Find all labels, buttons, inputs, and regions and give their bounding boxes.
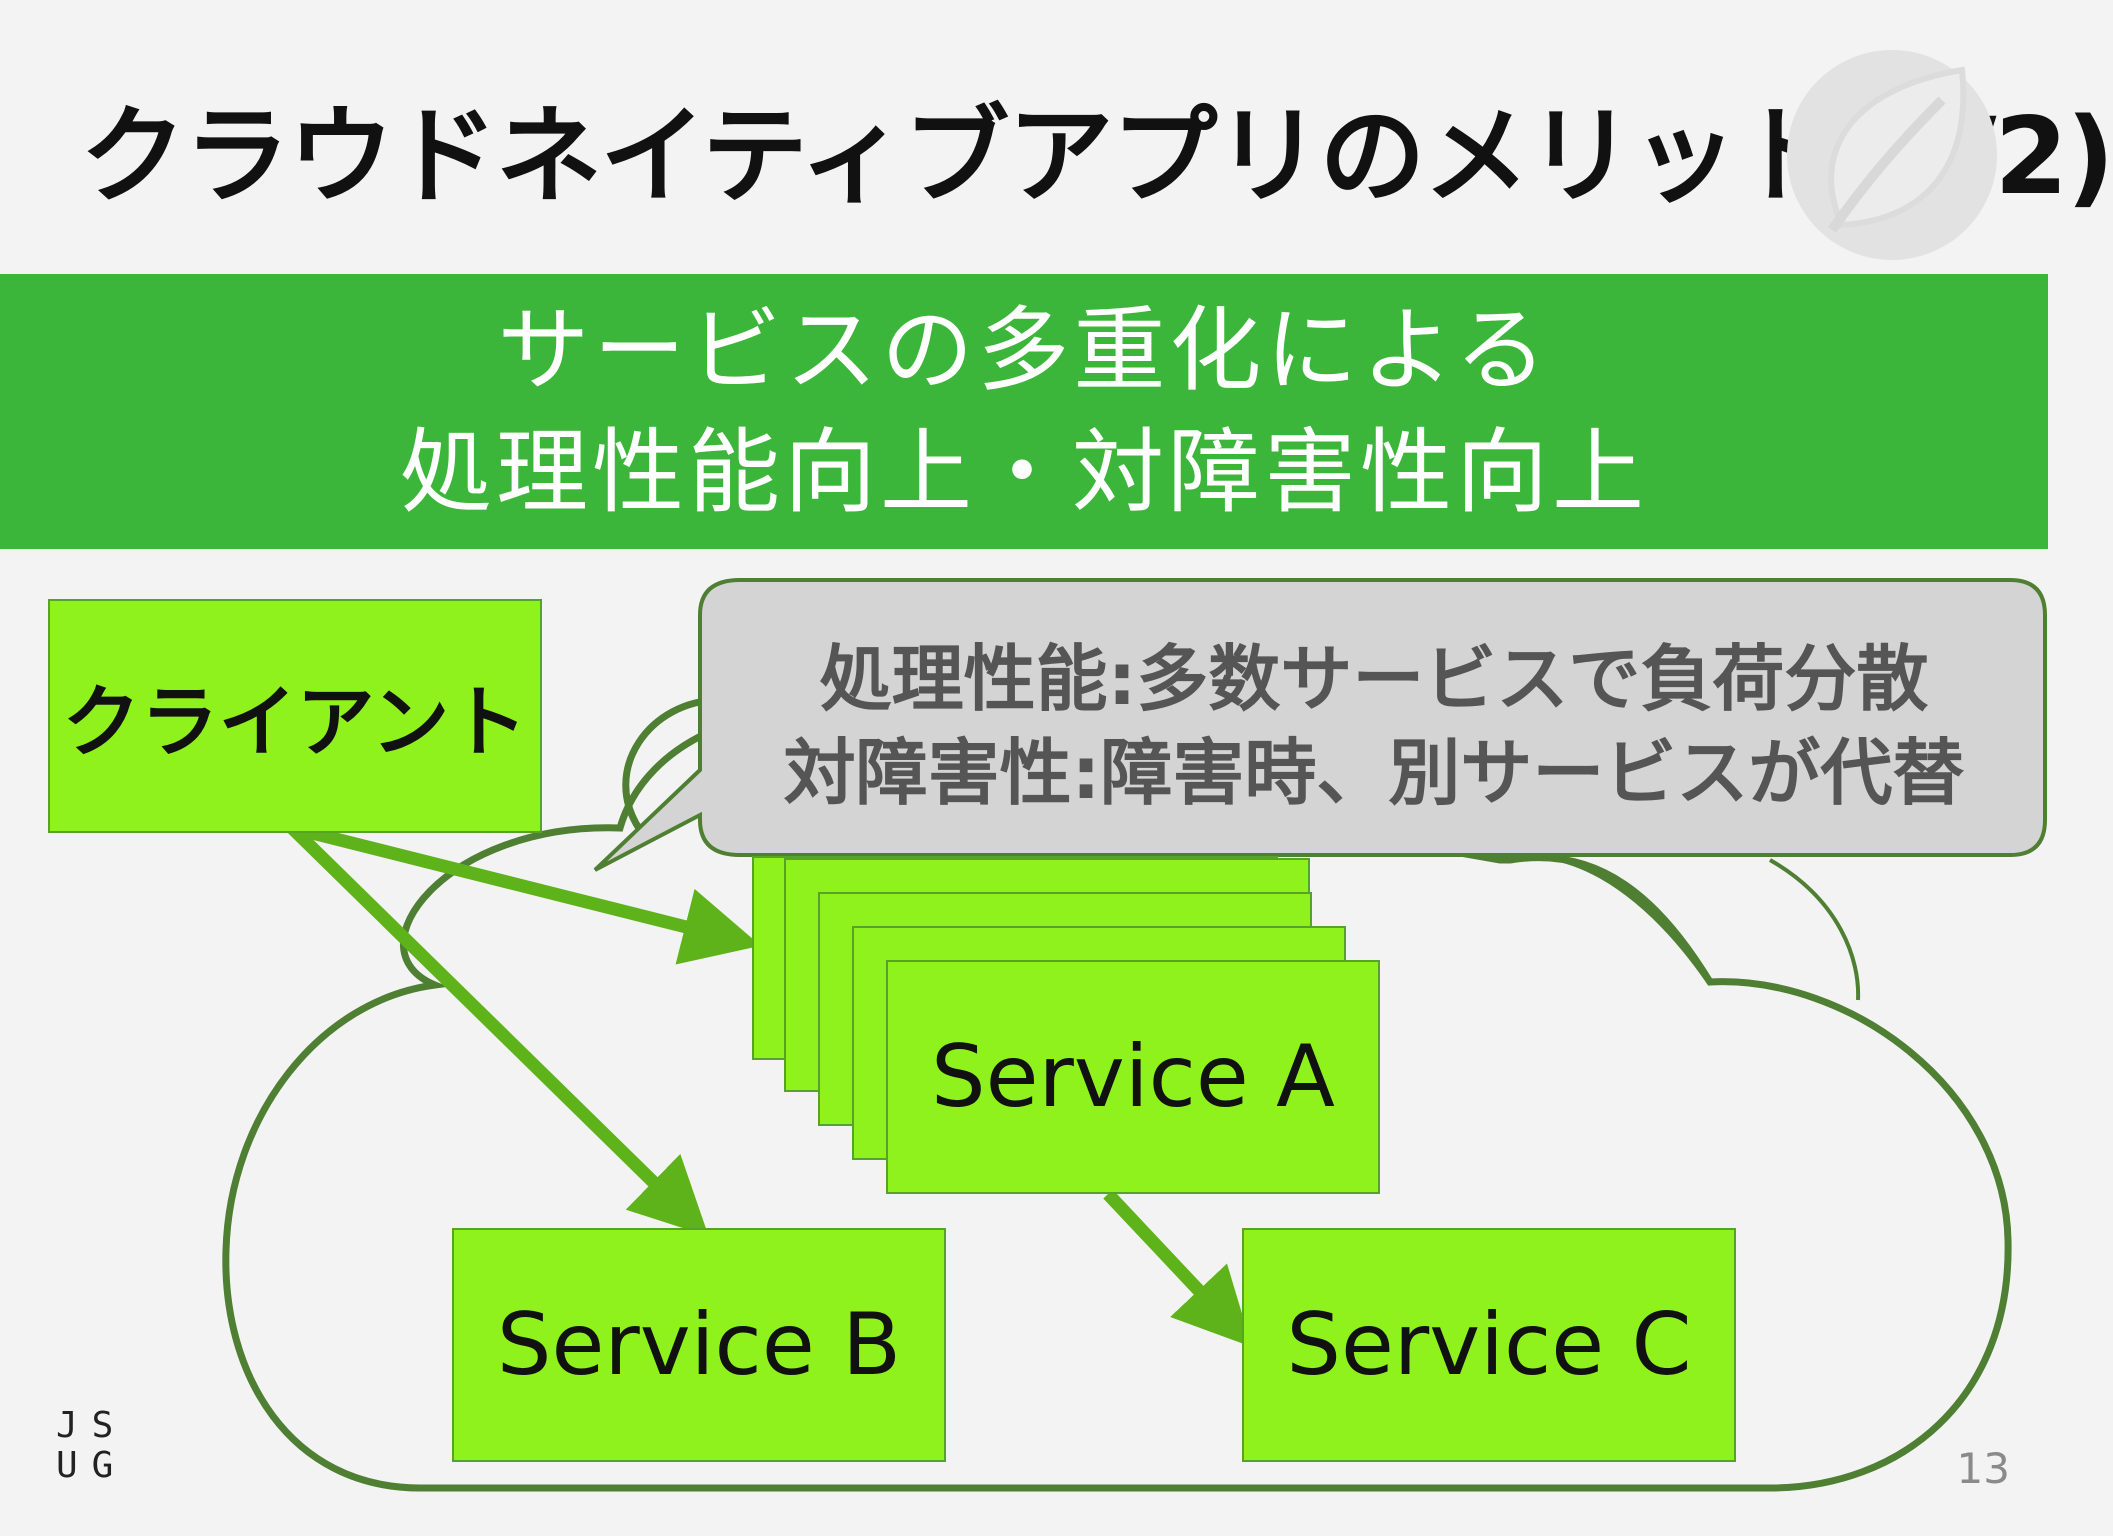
service-c-box: Service C: [1242, 1228, 1736, 1462]
headline-banner: サービスの多重化による 処理性能向上・対障害性向上: [0, 274, 2048, 549]
arrow-client-to-service-b: [287, 823, 709, 1237]
arrow-client-to-service-a: [290, 821, 761, 965]
callout-bubble: [593, 578, 2047, 872]
page-number: 13: [1956, 1444, 2010, 1493]
logo-line-1: JS: [56, 1405, 128, 1446]
service-b-box: Service B: [452, 1228, 946, 1462]
slide-title: クラウドネイティブアプリのメリット(2/2): [80, 95, 2113, 218]
logo-line-2: UG: [56, 1445, 128, 1486]
cloud-shape: [222, 683, 2012, 1492]
jsug-logo: JS UG: [56, 1406, 136, 1486]
leaf-icon: [1787, 50, 1997, 260]
diagram-canvas: [222, 578, 2047, 1492]
client-box: クライアント: [48, 599, 542, 833]
callout-line-2: 対障害性:障害時、別サービスが代替: [783, 731, 1965, 815]
callout-text: 処理性能:多数サービスで負荷分散 対障害性:障害時、別サービスが代替: [700, 628, 2048, 824]
service-a-box: Service A: [886, 960, 1380, 1194]
arrow-service-a-to-service-c: [1103, 1189, 1253, 1348]
banner-line-2: 処理性能向上・対障害性向上: [399, 418, 1648, 526]
slide: クラウドネイティブアプリのメリット(2/2) サービスの多重化による 処理性能向…: [0, 50, 2113, 1493]
callout-line-1: 処理性能:多数サービスで負荷分散: [819, 637, 1929, 721]
banner-line-1: サービスの多重化による: [497, 296, 1551, 404]
